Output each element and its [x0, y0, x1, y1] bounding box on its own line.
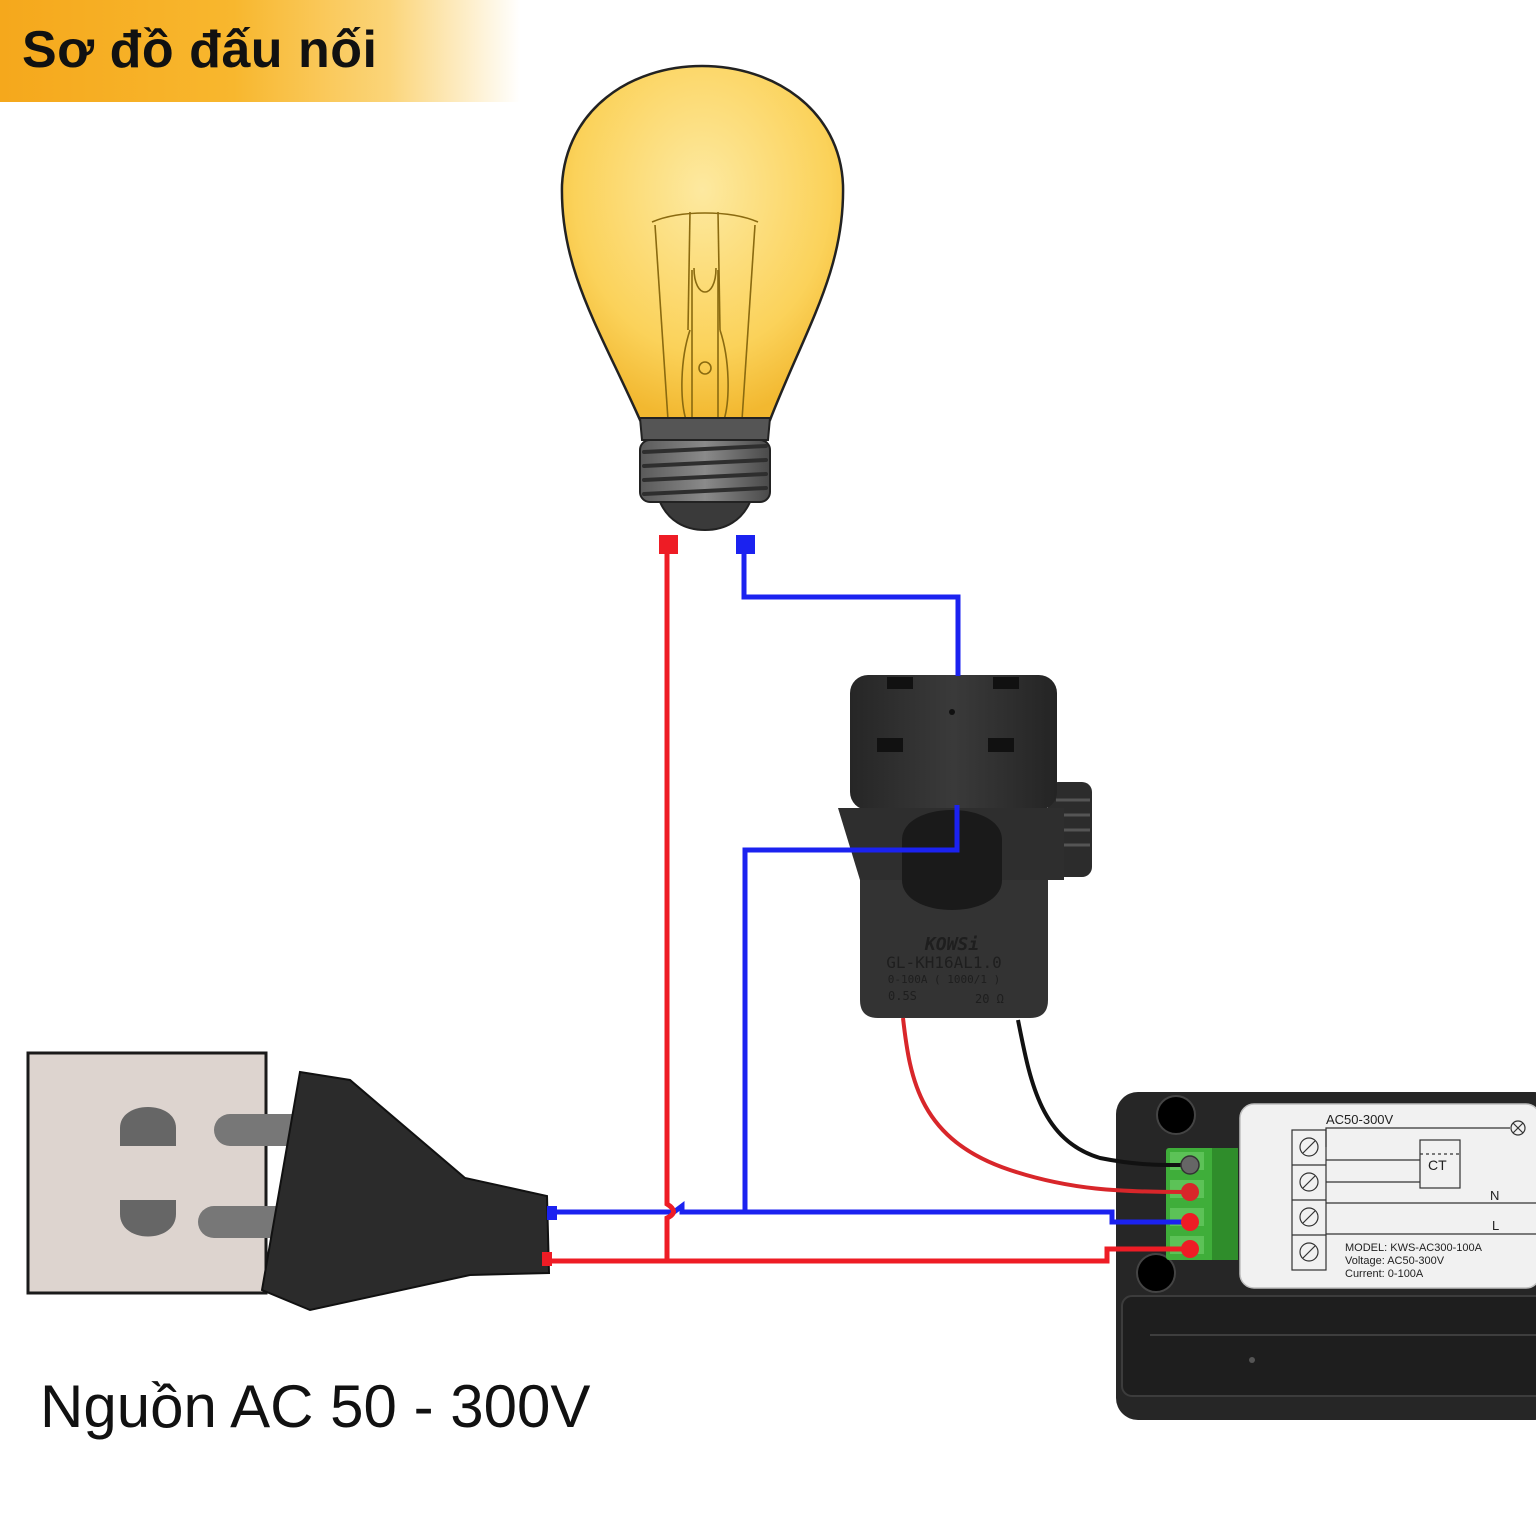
- meter-ct-box-label: CT: [1428, 1157, 1447, 1173]
- meter-model-line: MODEL: KWS-AC300-100A: [1345, 1242, 1483, 1254]
- bulb-base: [638, 417, 772, 532]
- lamp-neutral-terminal: [736, 535, 755, 554]
- meter-terminal-l: L: [1492, 1218, 1499, 1233]
- meter-voltage-header: AC50-300V: [1326, 1112, 1394, 1127]
- live-wire-to-lamp: [664, 552, 676, 1261]
- wall-socket: [26, 1051, 268, 1295]
- ct-red-lead: [901, 1017, 1187, 1194]
- terminal-screws: [1180, 1155, 1200, 1258]
- power-meter: AC50-300V CT N L MODEL: KWS-AC300-100A V…: [1116, 1092, 1536, 1420]
- ct-resistance: 20 Ω: [975, 992, 1004, 1006]
- neutral-wire: [557, 1201, 1186, 1225]
- neutral-wire-to-lamp: [741, 550, 961, 676]
- ct-accuracy: 0.5S: [888, 989, 917, 1003]
- bulb-filament: [651, 211, 759, 421]
- meter-current-line: Current: 0-100A: [1345, 1268, 1424, 1280]
- meter-voltage-line: Voltage: AC50-300V: [1345, 1255, 1445, 1267]
- diagram-title: Sơ đồ đấu nối: [22, 21, 378, 79]
- meter-label-plate: [1239, 1103, 1536, 1289]
- wires: [552, 535, 1191, 1264]
- ct-black-lead: [1016, 1019, 1191, 1168]
- current-transformer: KOWSi GL-KH16AL1.0 0-100A ( 1000/1 ) 0.5…: [838, 675, 1092, 1018]
- meter-terminal-n: N: [1490, 1188, 1499, 1203]
- neutral-wire-to-ct-loop: [742, 805, 960, 1212]
- plug-icon: [198, 1070, 557, 1312]
- live-wire: [552, 1246, 1186, 1264]
- title-banner: [0, 0, 520, 102]
- ct-range: 0-100A ( 1000/1 ): [888, 973, 1001, 986]
- ct-brand: KOWSi: [924, 934, 979, 955]
- lamp-live-terminal: [659, 535, 678, 554]
- light-bulb-icon: [560, 64, 845, 532]
- power-source-label: Nguồn AC 50 - 300V: [40, 1373, 591, 1440]
- ct-model: GL-KH16AL1.0: [886, 953, 1002, 972]
